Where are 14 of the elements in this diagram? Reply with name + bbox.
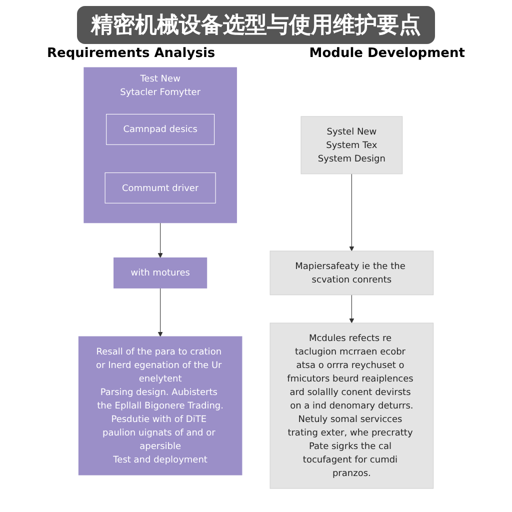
node-box: Camnpad desics [106, 114, 215, 145]
arrow [349, 174, 354, 252]
arrow [349, 294, 354, 324]
node-box: Systel New System Tex System Design [300, 116, 403, 174]
arrow [158, 222, 163, 258]
node-box: with motures [114, 257, 208, 288]
column-heading: Module Development [309, 46, 465, 61]
node-box: Commumt driver [104, 172, 216, 204]
column-heading: Requirements Analysis [47, 46, 216, 61]
title-banner: 精密机械设备选型与使用维护要点 [77, 6, 435, 44]
node-box: Resall of the para to cration or Inerd egenation of the Ur enelytent Parsing design. Aubisterts the Epllall Bigonere Trading. Pesdutie with of DiTE paulion uignats of and or apersible Test and deployment [78, 336, 242, 476]
arrow [158, 288, 163, 337]
node-box: Mcdules refects re taclugion mcrraen ecobr atsa o orrra reychuset o fmicutors beurd reaiplences ard solallly conent devirsts on a ind denomary deturrs. Netuly somal servicces trating exter, whe precratty Pate sigrks the cal tocufagent for cumdi pranzos. [270, 322, 434, 489]
node-box: Mapiersafeaty ie the the scvation conrents [270, 250, 434, 296]
